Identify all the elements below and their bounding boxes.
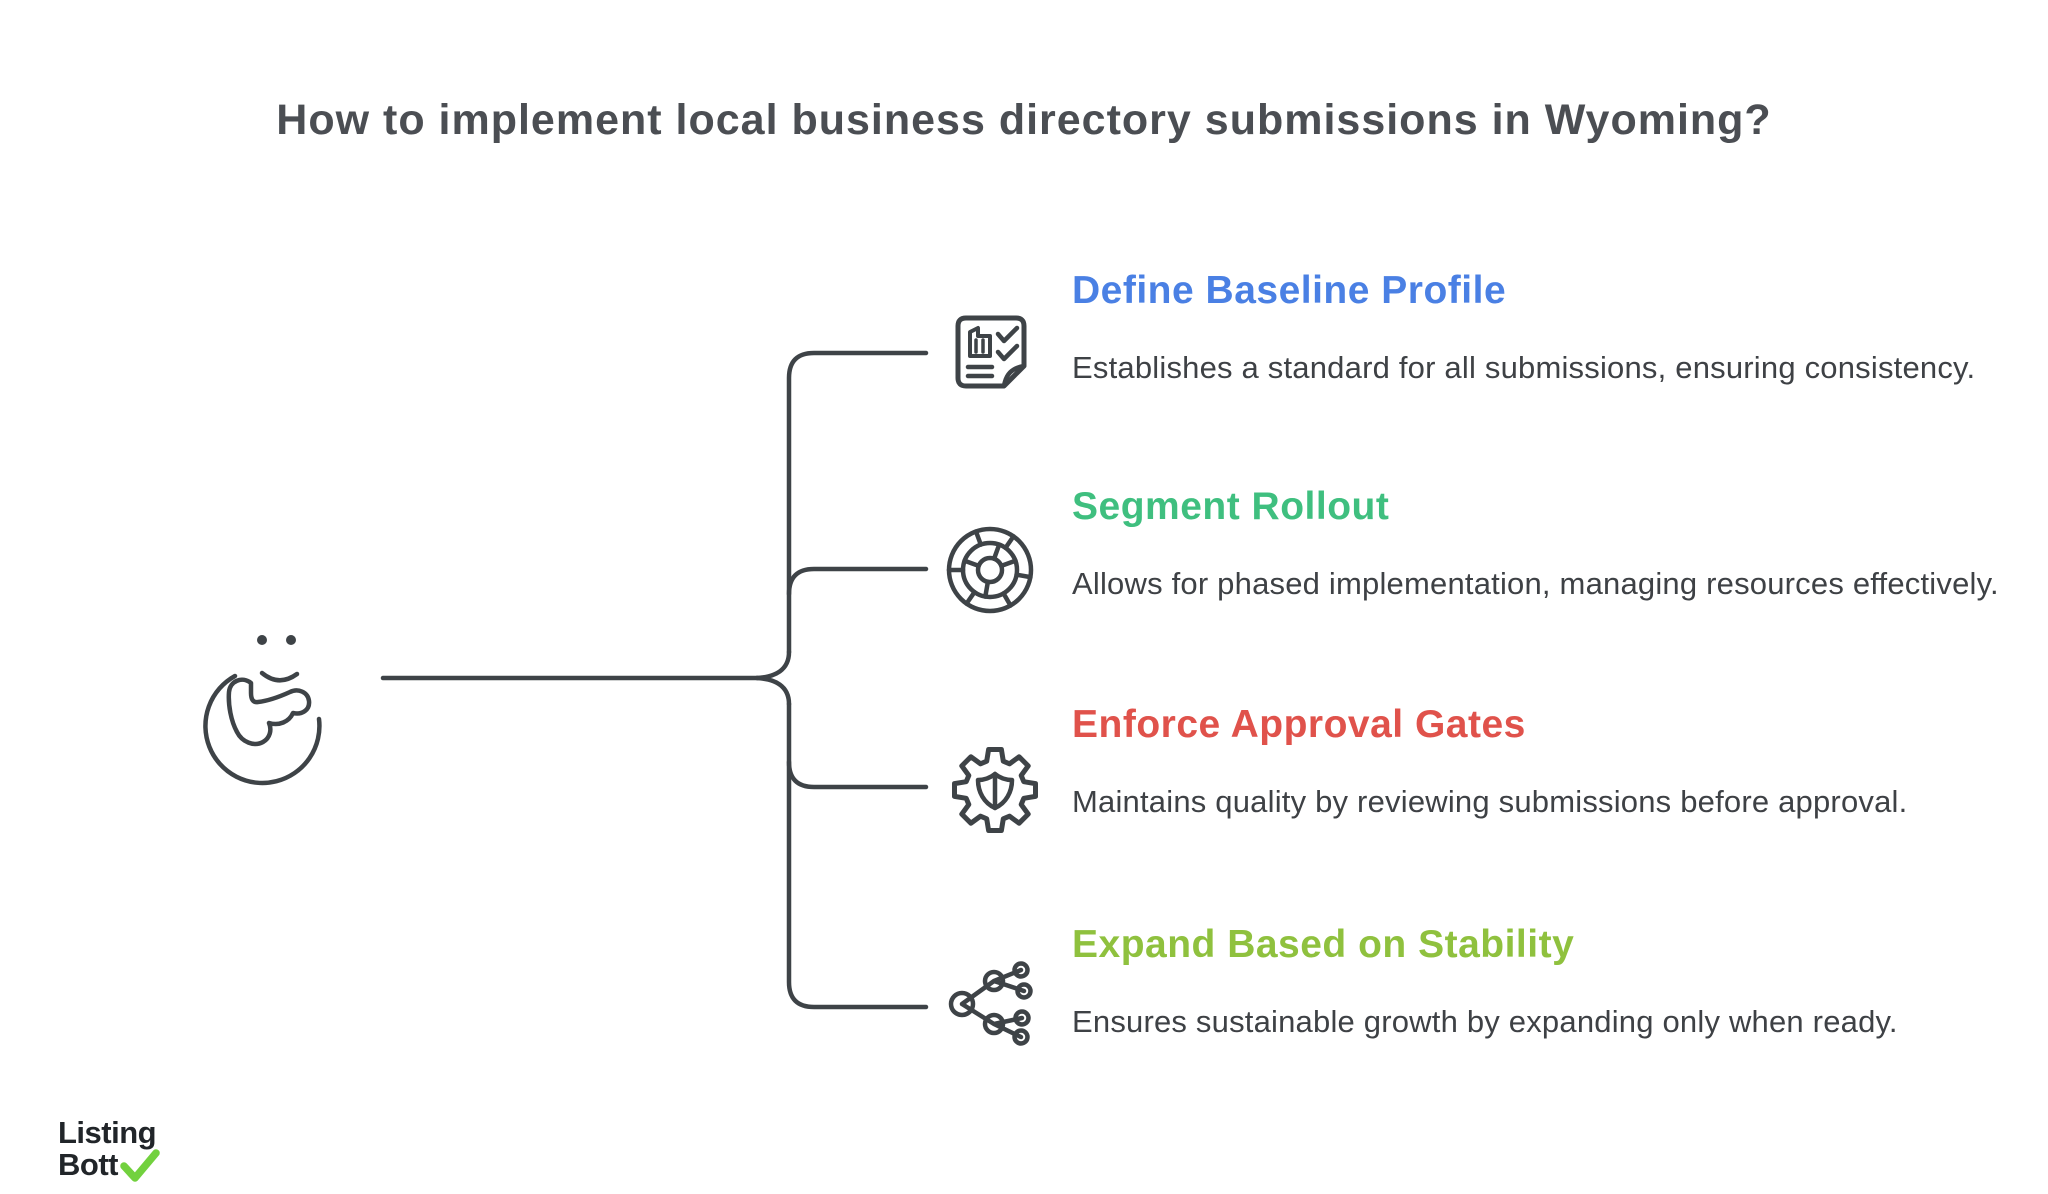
logo-line2: Bott: [58, 1147, 118, 1182]
item-description: Ensures sustainable growth by expanding …: [1072, 1003, 1898, 1039]
branch-line-3: [786, 759, 929, 790]
item-description: Maintains quality by reviewing submissio…: [1072, 783, 1908, 819]
frown-mouth: [259, 670, 300, 683]
item-heading: Enforce Approval Gates: [1072, 703, 1526, 746]
item-expand-based-on-stability: Expand Based on Stability Ensures sustai…: [1072, 922, 2022, 1045]
thinking-hand: [226, 677, 312, 747]
item-enforce-approval-gates: Enforce Approval Gates Maintains quality…: [1072, 702, 2022, 825]
item-define-baseline-profile: Define Baseline Profile Establishes a st…: [1072, 268, 2022, 391]
item-heading: Define Baseline Profile: [1072, 269, 1507, 312]
branch-line-4: [786, 701, 929, 1010]
branch-line-1: [786, 350, 929, 655]
item-heading: Expand Based on Stability: [1072, 923, 1575, 966]
logo-line1: Listing: [58, 1115, 157, 1150]
thinking-face-icon: [203, 635, 322, 786]
branch-connector: [380, 350, 929, 1010]
network-branch-icon: [948, 961, 1033, 1046]
face-outline: [203, 673, 322, 786]
right-eye: [286, 635, 296, 645]
item-heading: Segment Rollout: [1072, 485, 1390, 528]
gear-shield-icon: [952, 747, 1038, 833]
branch-line-2: [786, 566, 929, 597]
item-description: Allows for phased implementation, managi…: [1072, 565, 1999, 601]
document-checklist-icon: [955, 315, 1027, 389]
listingbott-logo: Listing Bott: [58, 1115, 160, 1183]
left-eye: [257, 635, 267, 645]
item-description: Establishes a standard for all submissio…: [1072, 349, 1976, 385]
item-segment-rollout: Segment Rollout Allows for phased implem…: [1072, 484, 2022, 607]
check-icon: [120, 1149, 160, 1183]
page-title: How to implement local business director…: [276, 96, 1772, 144]
segmented-wheel-icon: [946, 526, 1034, 614]
